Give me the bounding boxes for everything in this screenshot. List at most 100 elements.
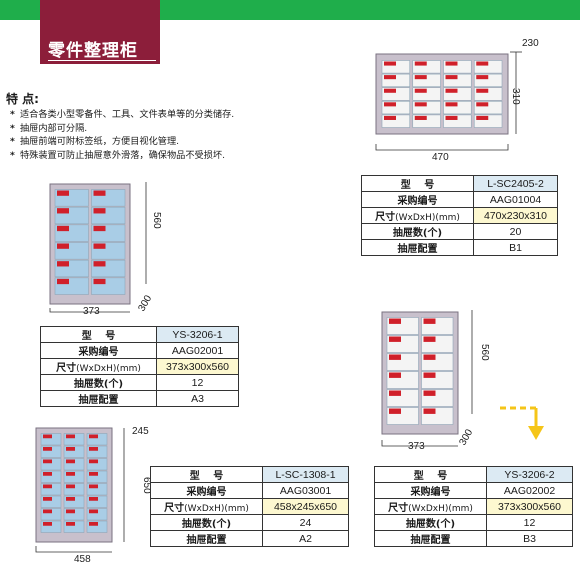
table-row: 抽屉数(个) 24	[150, 514, 349, 531]
table-row: 抽屉数(个) 12	[40, 374, 239, 391]
dim-depth: 230	[522, 38, 539, 49]
drawer-label	[57, 190, 69, 196]
table-row: 抽屉配置 A2	[150, 530, 349, 547]
drawer	[40, 483, 62, 496]
drawer-label	[384, 115, 396, 120]
feature-item: *抽屉内部可分隔.	[10, 122, 88, 134]
title-underline	[48, 60, 156, 61]
dim-height: 560	[479, 344, 490, 361]
drawer-label	[445, 115, 458, 120]
drawer-label	[93, 208, 106, 214]
drawer-label	[476, 75, 489, 80]
drawer-label	[89, 497, 98, 501]
size-value: 470x230x310	[473, 207, 558, 224]
drawer-label	[389, 318, 401, 324]
drawer-label	[66, 447, 75, 451]
drawer-count-label: 抽屉数(个)	[374, 514, 487, 531]
spec-table-ys3206-1: 型 号 YS-3206-1 采购编号 AAG02001 尺寸(WxDxH)(mm…	[40, 326, 239, 407]
drawer	[63, 433, 85, 446]
drawer-label	[423, 318, 436, 324]
drawer-label	[89, 459, 98, 464]
drawer-label	[389, 408, 401, 414]
drawer	[40, 508, 62, 521]
drawer-label	[389, 354, 401, 360]
table-row: 采购编号 AAG02001	[40, 342, 239, 359]
drawer-label	[57, 208, 69, 214]
drawer-label	[476, 88, 489, 93]
drawer-label	[414, 88, 427, 93]
drawer-count-label: 抽屉数(个)	[150, 514, 263, 531]
dim-width: 470	[432, 152, 449, 163]
drawer-label	[414, 75, 427, 80]
drawer	[86, 433, 108, 446]
drawer-label	[43, 447, 52, 451]
drawer-count-value: 12	[156, 374, 239, 391]
drawer	[40, 495, 62, 508]
model-label: 型 号	[150, 466, 263, 483]
drawer-config-label: 抽屉配置	[40, 390, 157, 407]
arrow-down-icon	[500, 402, 550, 448]
drawer-label	[423, 390, 436, 396]
drawer-label	[89, 434, 98, 439]
drawer-label	[389, 372, 401, 378]
drawer	[86, 458, 108, 471]
drawer	[63, 495, 85, 508]
table-row: 抽屉数(个) 20	[361, 223, 558, 240]
drawer-label	[43, 472, 52, 476]
code-value: AAG02002	[486, 482, 573, 499]
dim-depth: 245	[132, 426, 149, 437]
bullet-star-icon: *	[10, 149, 15, 161]
drawer-count-label: 抽屉数(个)	[40, 374, 157, 391]
width-dimension-line	[49, 308, 130, 313]
model-value: YS-3206-1	[156, 326, 239, 343]
model-label: 型 号	[374, 466, 487, 483]
table-row: 尺寸(WxDxH)(mm) 373x300x560	[40, 358, 239, 375]
drawer-label	[389, 390, 401, 396]
drawer-label	[89, 447, 98, 451]
table-row: 型 号 YS-3206-1	[40, 326, 239, 343]
bullet-star-icon: *	[10, 109, 15, 120]
dim-height: 560	[151, 212, 162, 229]
code-value: AAG02001	[156, 342, 239, 359]
drawer	[40, 458, 62, 471]
code-value: AAG01004	[473, 191, 558, 208]
cabinet-illustration-lsc2405	[368, 44, 528, 164]
drawer-label	[93, 278, 106, 285]
size-label: 尺寸(WxDxH)(mm)	[40, 358, 157, 375]
width-dimension-line	[375, 144, 509, 151]
drawer-label	[423, 408, 436, 414]
size-value: 373x300x560	[156, 358, 239, 375]
drawer-label	[57, 278, 69, 285]
features-title: 特 点:	[6, 92, 39, 106]
drawer-label	[93, 190, 106, 196]
spec-table-lsc1308: 型 号 L-SC-1308-1 采购编号 AAG03001 尺寸(WxDxH)(…	[150, 466, 349, 547]
drawer-label	[423, 354, 436, 360]
drawer-label	[389, 336, 401, 342]
drawer-label	[384, 61, 396, 66]
drawer-config-value: B3	[486, 530, 573, 547]
drawer-label	[445, 61, 458, 66]
drawer	[86, 445, 108, 458]
drawer	[86, 508, 108, 521]
table-row: 抽屉配置 B1	[361, 239, 558, 256]
table-row: 采购编号 AAG01004	[361, 191, 558, 208]
cabinet-illustration-lsc1308	[32, 422, 142, 556]
drawer-config-label: 抽屉配置	[361, 239, 474, 256]
drawer-label	[66, 472, 75, 476]
drawer-label	[43, 522, 52, 526]
drawer-label	[66, 434, 75, 439]
table-row: 尺寸(WxDxH)(mm) 458x245x650	[150, 498, 349, 515]
table-row: 型 号 L-SC2405-2	[361, 175, 558, 192]
drawer-label	[66, 522, 75, 526]
drawer-label	[57, 225, 69, 232]
drawer-config-value: A3	[156, 390, 239, 407]
feature-item: *抽屉前端可附标签纸，方便目视化管理.	[10, 136, 180, 148]
code-label: 采购编号	[361, 191, 474, 208]
drawer-label	[476, 115, 489, 120]
drawer-count-value: 24	[262, 514, 349, 531]
size-value: 458x245x650	[262, 498, 349, 515]
feature-item: *适合各类小型零备件、工具、文件表单等的分类储存.	[10, 109, 235, 120]
page-title: 零件整理柜	[48, 41, 138, 61]
size-label: 尺寸(WxDxH)(mm)	[150, 498, 263, 515]
drawer-label	[57, 243, 69, 249]
